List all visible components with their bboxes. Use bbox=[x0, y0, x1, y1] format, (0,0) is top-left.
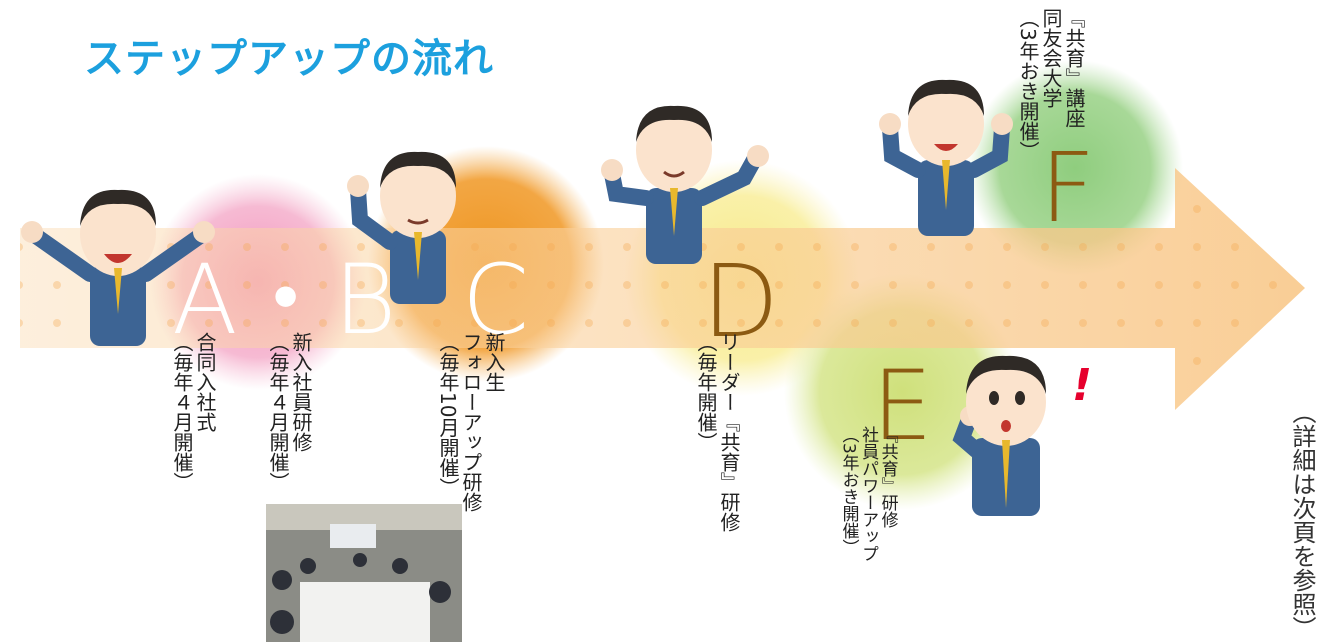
step-f-label: 『共育』講座同友会大学（3年おき開催） bbox=[1016, 8, 1086, 161]
businessman-icon-4 bbox=[879, 79, 1013, 236]
step-e-label: 『共育』研修社員パワーアップ（3年おき開催） bbox=[838, 426, 898, 562]
step-f-letter: F bbox=[1040, 132, 1096, 244]
step-c-label: 新入生フォローアップ研修（毎年10月開催） bbox=[436, 332, 506, 512]
step-e-letter: E bbox=[872, 350, 933, 462]
page-title: ステップアップの流れ bbox=[84, 36, 494, 82]
businessman-icon-1 bbox=[21, 189, 215, 346]
circle-f bbox=[967, 60, 1183, 276]
businessman-icon-2 bbox=[347, 151, 456, 304]
step-d-letter: D bbox=[702, 243, 780, 360]
step-ab-letter: A・B bbox=[172, 244, 397, 356]
businessman-icon-5 bbox=[952, 355, 1046, 516]
step-d-label: リーダー『共育』研修（毎年開催） bbox=[694, 332, 741, 532]
exclamation-mark: ! bbox=[1072, 360, 1093, 411]
businessman-icon-3 bbox=[601, 105, 769, 264]
step-a-label: 合同入社式（毎年４月開催） bbox=[170, 332, 217, 492]
step-c-letter: C bbox=[462, 244, 530, 356]
seminar-photo bbox=[266, 504, 462, 642]
step-b-label: 新入社員研修（毎年４月開催） bbox=[266, 332, 313, 492]
details-note: （詳細は次頁を参照） bbox=[1288, 400, 1316, 640]
